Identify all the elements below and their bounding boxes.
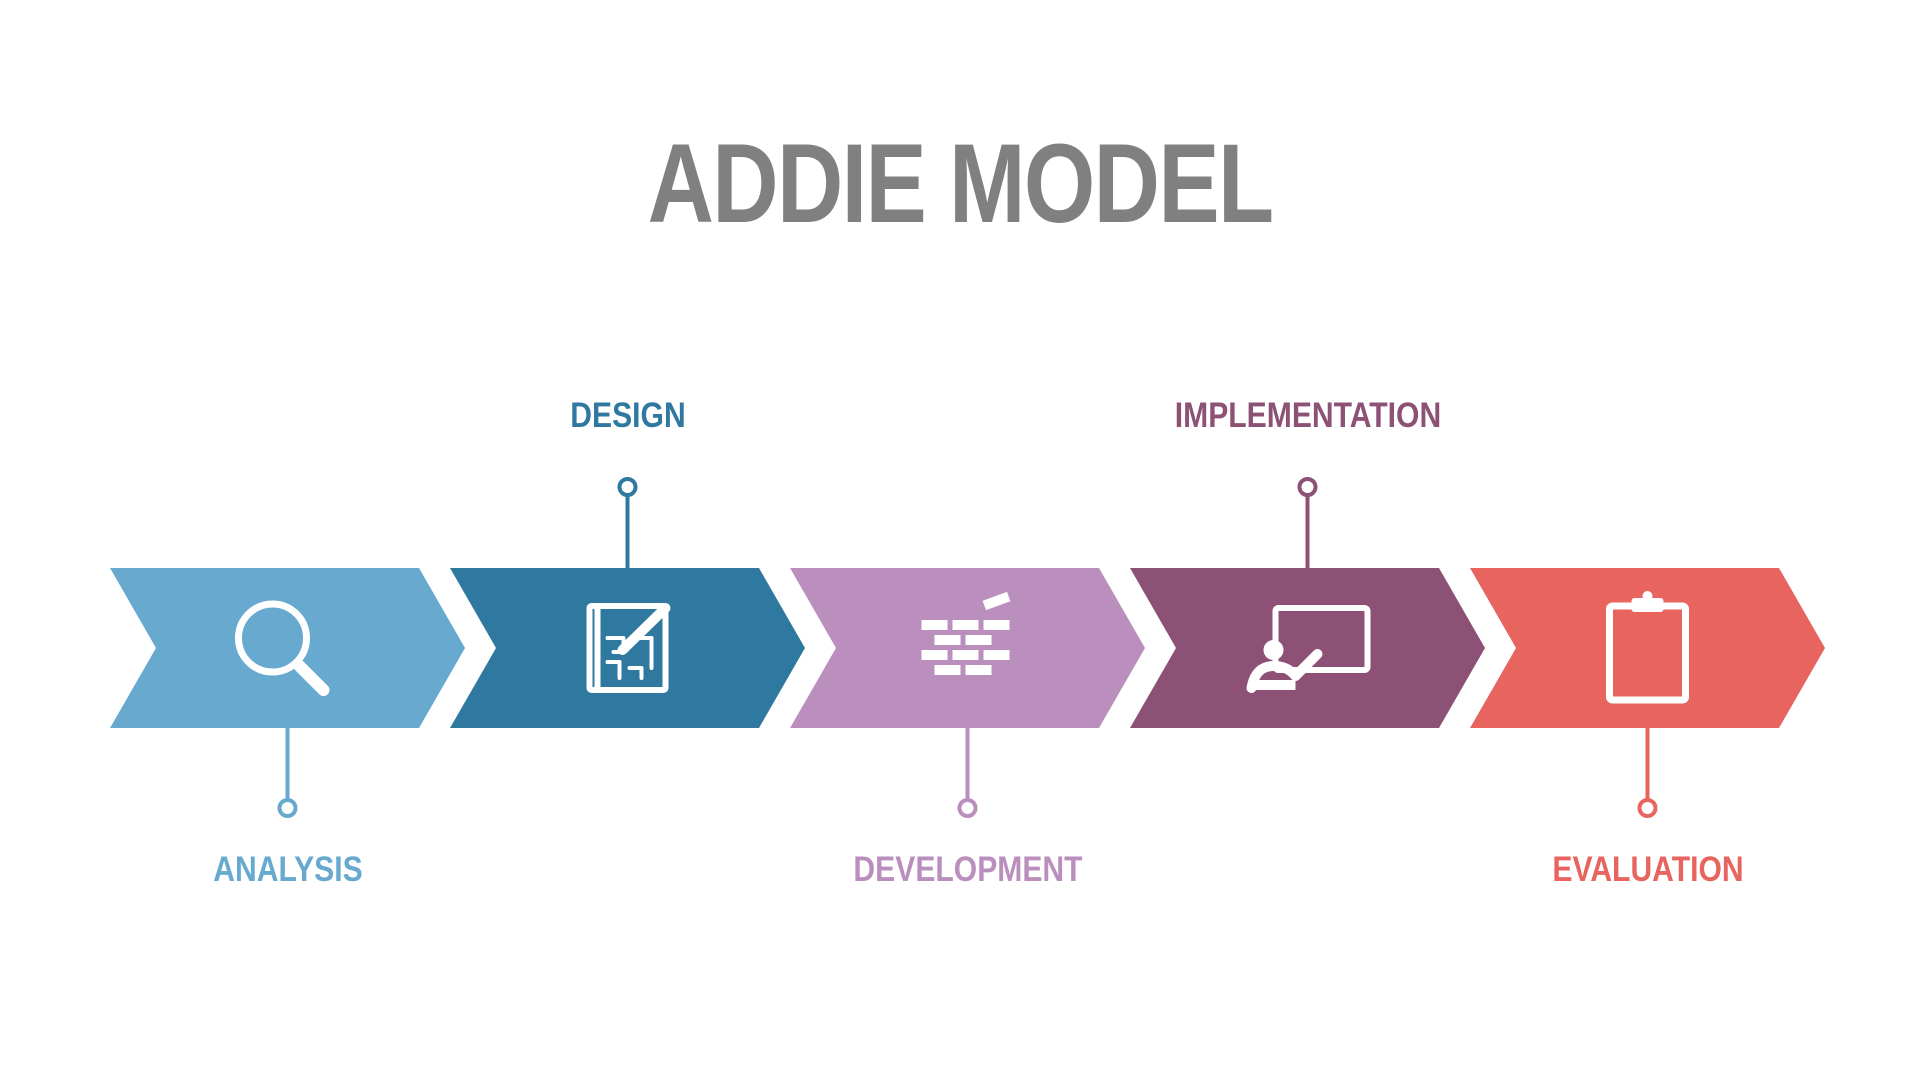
step-label-design: DESIGN bbox=[569, 396, 686, 435]
arrow-segment-evaluation bbox=[1470, 568, 1825, 818]
connector-dot bbox=[617, 477, 638, 497]
chevron-shape bbox=[790, 568, 1145, 728]
connector-design bbox=[617, 477, 638, 568]
chevron-shape bbox=[110, 568, 465, 728]
connector-implementation bbox=[1297, 477, 1318, 568]
connector-dot bbox=[1637, 798, 1658, 818]
chevron-shape bbox=[1470, 568, 1825, 728]
arrow-segment-development bbox=[790, 568, 1145, 818]
step-label-evaluation: EVALUATION bbox=[1551, 850, 1744, 889]
connector-dot bbox=[1297, 477, 1318, 497]
magnifier-icon bbox=[235, 600, 330, 696]
connector-analysis bbox=[277, 728, 298, 818]
arrow-segment-design bbox=[450, 477, 805, 728]
connector-dot bbox=[957, 798, 978, 818]
blueprint-pencil-icon bbox=[586, 603, 671, 693]
step-label-development: DEVELOPMENT bbox=[852, 850, 1083, 889]
arrow-segment-implementation bbox=[1130, 477, 1485, 728]
chevron-shape bbox=[1130, 568, 1485, 728]
arrow-segment-analysis bbox=[110, 568, 465, 818]
step-label-implementation: IMPLEMENTATION bbox=[1174, 396, 1441, 435]
presenter-board-icon bbox=[1246, 605, 1371, 693]
brick-wall-icon bbox=[921, 591, 1011, 675]
connector-development bbox=[957, 728, 978, 818]
connector-dot bbox=[277, 798, 298, 818]
step-label-analysis: ANALYSIS bbox=[212, 850, 363, 889]
diagram-title: ADDIE MODEL bbox=[647, 121, 1274, 246]
connector-evaluation bbox=[1637, 728, 1658, 818]
clipboard-icon bbox=[1606, 591, 1689, 704]
